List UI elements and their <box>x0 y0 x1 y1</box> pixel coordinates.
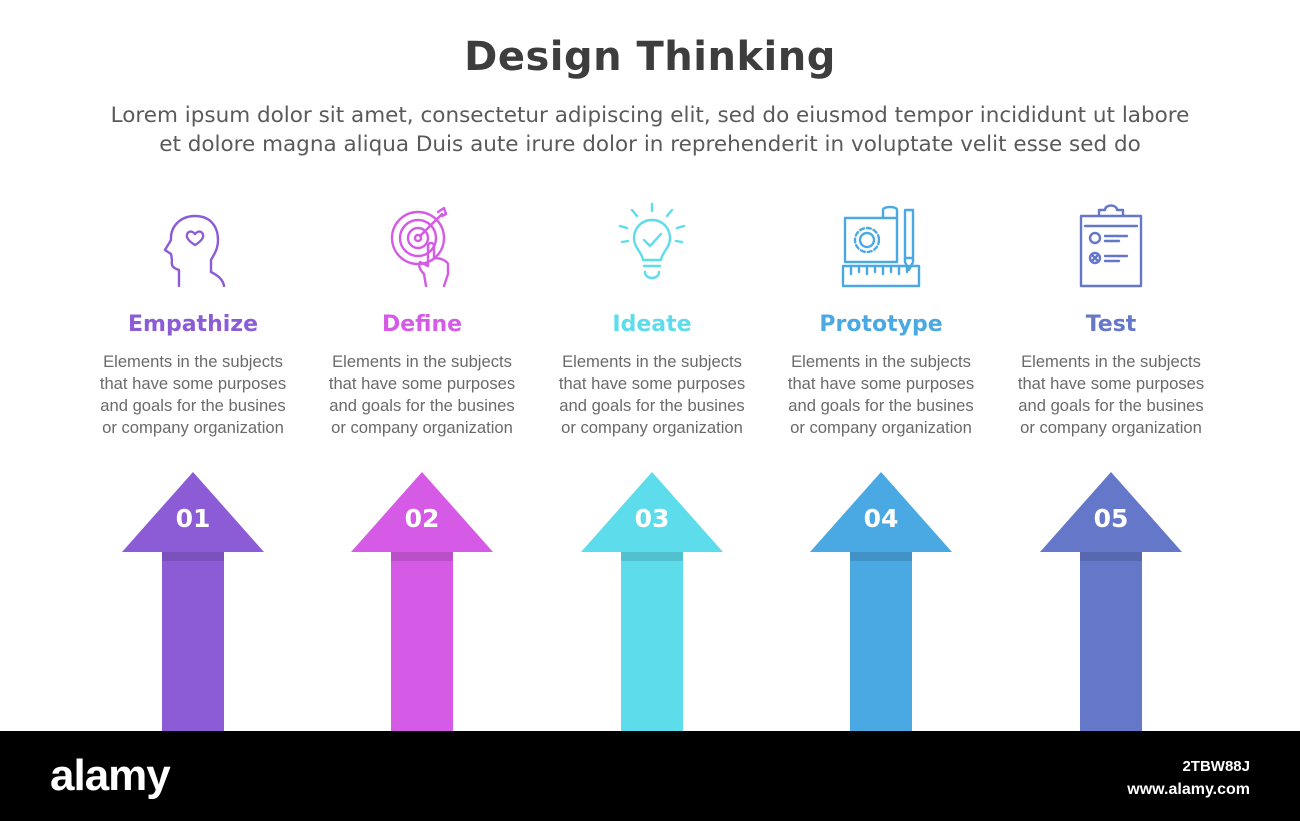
step-test: Test Elements in the subjects that have … <box>996 195 1226 731</box>
lightbulb-check-icon <box>612 200 692 290</box>
desc-line: or company organization <box>102 418 284 437</box>
desc-line: Elements in the subjects <box>562 352 742 371</box>
step-number: 02 <box>404 504 440 533</box>
arrow-shaft <box>162 552 224 731</box>
step-number: 03 <box>634 504 670 533</box>
page-title: Design Thinking <box>464 34 836 80</box>
step-title: Test <box>1085 312 1137 337</box>
step-prototype: Prototype Elements in the subjects that … <box>766 195 996 731</box>
arrow-head <box>351 472 493 552</box>
desc-line: or company organization <box>790 418 972 437</box>
image-id: 2TBW88J <box>1182 758 1250 775</box>
site-url: www.alamy.com <box>1127 781 1250 798</box>
desc-line: that have some purposes <box>787 374 975 393</box>
desc-line: or company organization <box>1020 418 1202 437</box>
arrow-head <box>581 472 723 552</box>
desc-line: and goals for the busines <box>559 396 745 415</box>
blueprint-ruler-icon <box>841 200 921 290</box>
clipboard-checklist-icon <box>1071 200 1151 290</box>
arrow-shaft <box>621 552 683 731</box>
desc-line: and goals for the busines <box>1018 396 1204 415</box>
desc-line: and goals for the busines <box>788 396 974 415</box>
step-ideate: Ideate Elements in the subjects that hav… <box>537 195 767 731</box>
desc-line: Elements in the subjects <box>1021 352 1201 371</box>
arrow-shaft <box>850 552 912 731</box>
image-reference: 2TBW88J www.alamy.com <box>1127 755 1250 801</box>
step-title: Prototype <box>819 312 943 337</box>
step-title: Ideate <box>612 312 692 337</box>
step-title: Define <box>381 312 463 337</box>
step-description: Elements in the subjects that have some … <box>996 351 1226 439</box>
watermark-footer: alamy 2TBW88J www.alamy.com <box>0 731 1300 821</box>
desc-line: Elements in the subjects <box>332 352 512 371</box>
target-click-icon <box>382 200 462 290</box>
step-description: Elements in the subjects that have some … <box>537 351 767 439</box>
step-description: Elements in the subjects that have some … <box>307 351 537 439</box>
desc-line: and goals for the busines <box>100 396 286 415</box>
desc-line: Elements in the subjects <box>791 352 971 371</box>
step-number: 01 <box>175 504 211 533</box>
step-number: 04 <box>863 504 899 533</box>
step-description: Elements in the subjects that have some … <box>766 351 996 439</box>
arrow-shaft <box>391 552 453 731</box>
step-number: 05 <box>1093 504 1129 533</box>
step-description: Elements in the subjects that have some … <box>78 351 308 439</box>
page-subtitle: Lorem ipsum dolor sit amet, consectetur … <box>60 101 1240 159</box>
head-heart-icon <box>153 200 233 290</box>
desc-line: that have some purposes <box>558 374 746 393</box>
subtitle-line: et dolore magna aliqua Duis aute irure d… <box>159 132 1141 157</box>
step-empathize: Empathize Elements in the subjects that … <box>78 195 308 731</box>
desc-line: or company organization <box>331 418 513 437</box>
step-title: Empathize <box>128 312 258 337</box>
arrow-head <box>810 472 952 552</box>
desc-line: and goals for the busines <box>329 396 515 415</box>
desc-line: that have some purposes <box>99 374 287 393</box>
desc-line: that have some purposes <box>1017 374 1205 393</box>
arrow-head <box>122 472 264 552</box>
desc-line: that have some purposes <box>328 374 516 393</box>
subtitle-line: Lorem ipsum dolor sit amet, consectetur … <box>110 103 1190 128</box>
step-define: Define Elements in the subjects that hav… <box>307 195 537 731</box>
arrow-shaft <box>1080 552 1142 731</box>
alamy-logo: alamy <box>50 751 171 800</box>
arrow-head <box>1040 472 1182 552</box>
desc-line: Elements in the subjects <box>103 352 283 371</box>
desc-line: or company organization <box>561 418 743 437</box>
